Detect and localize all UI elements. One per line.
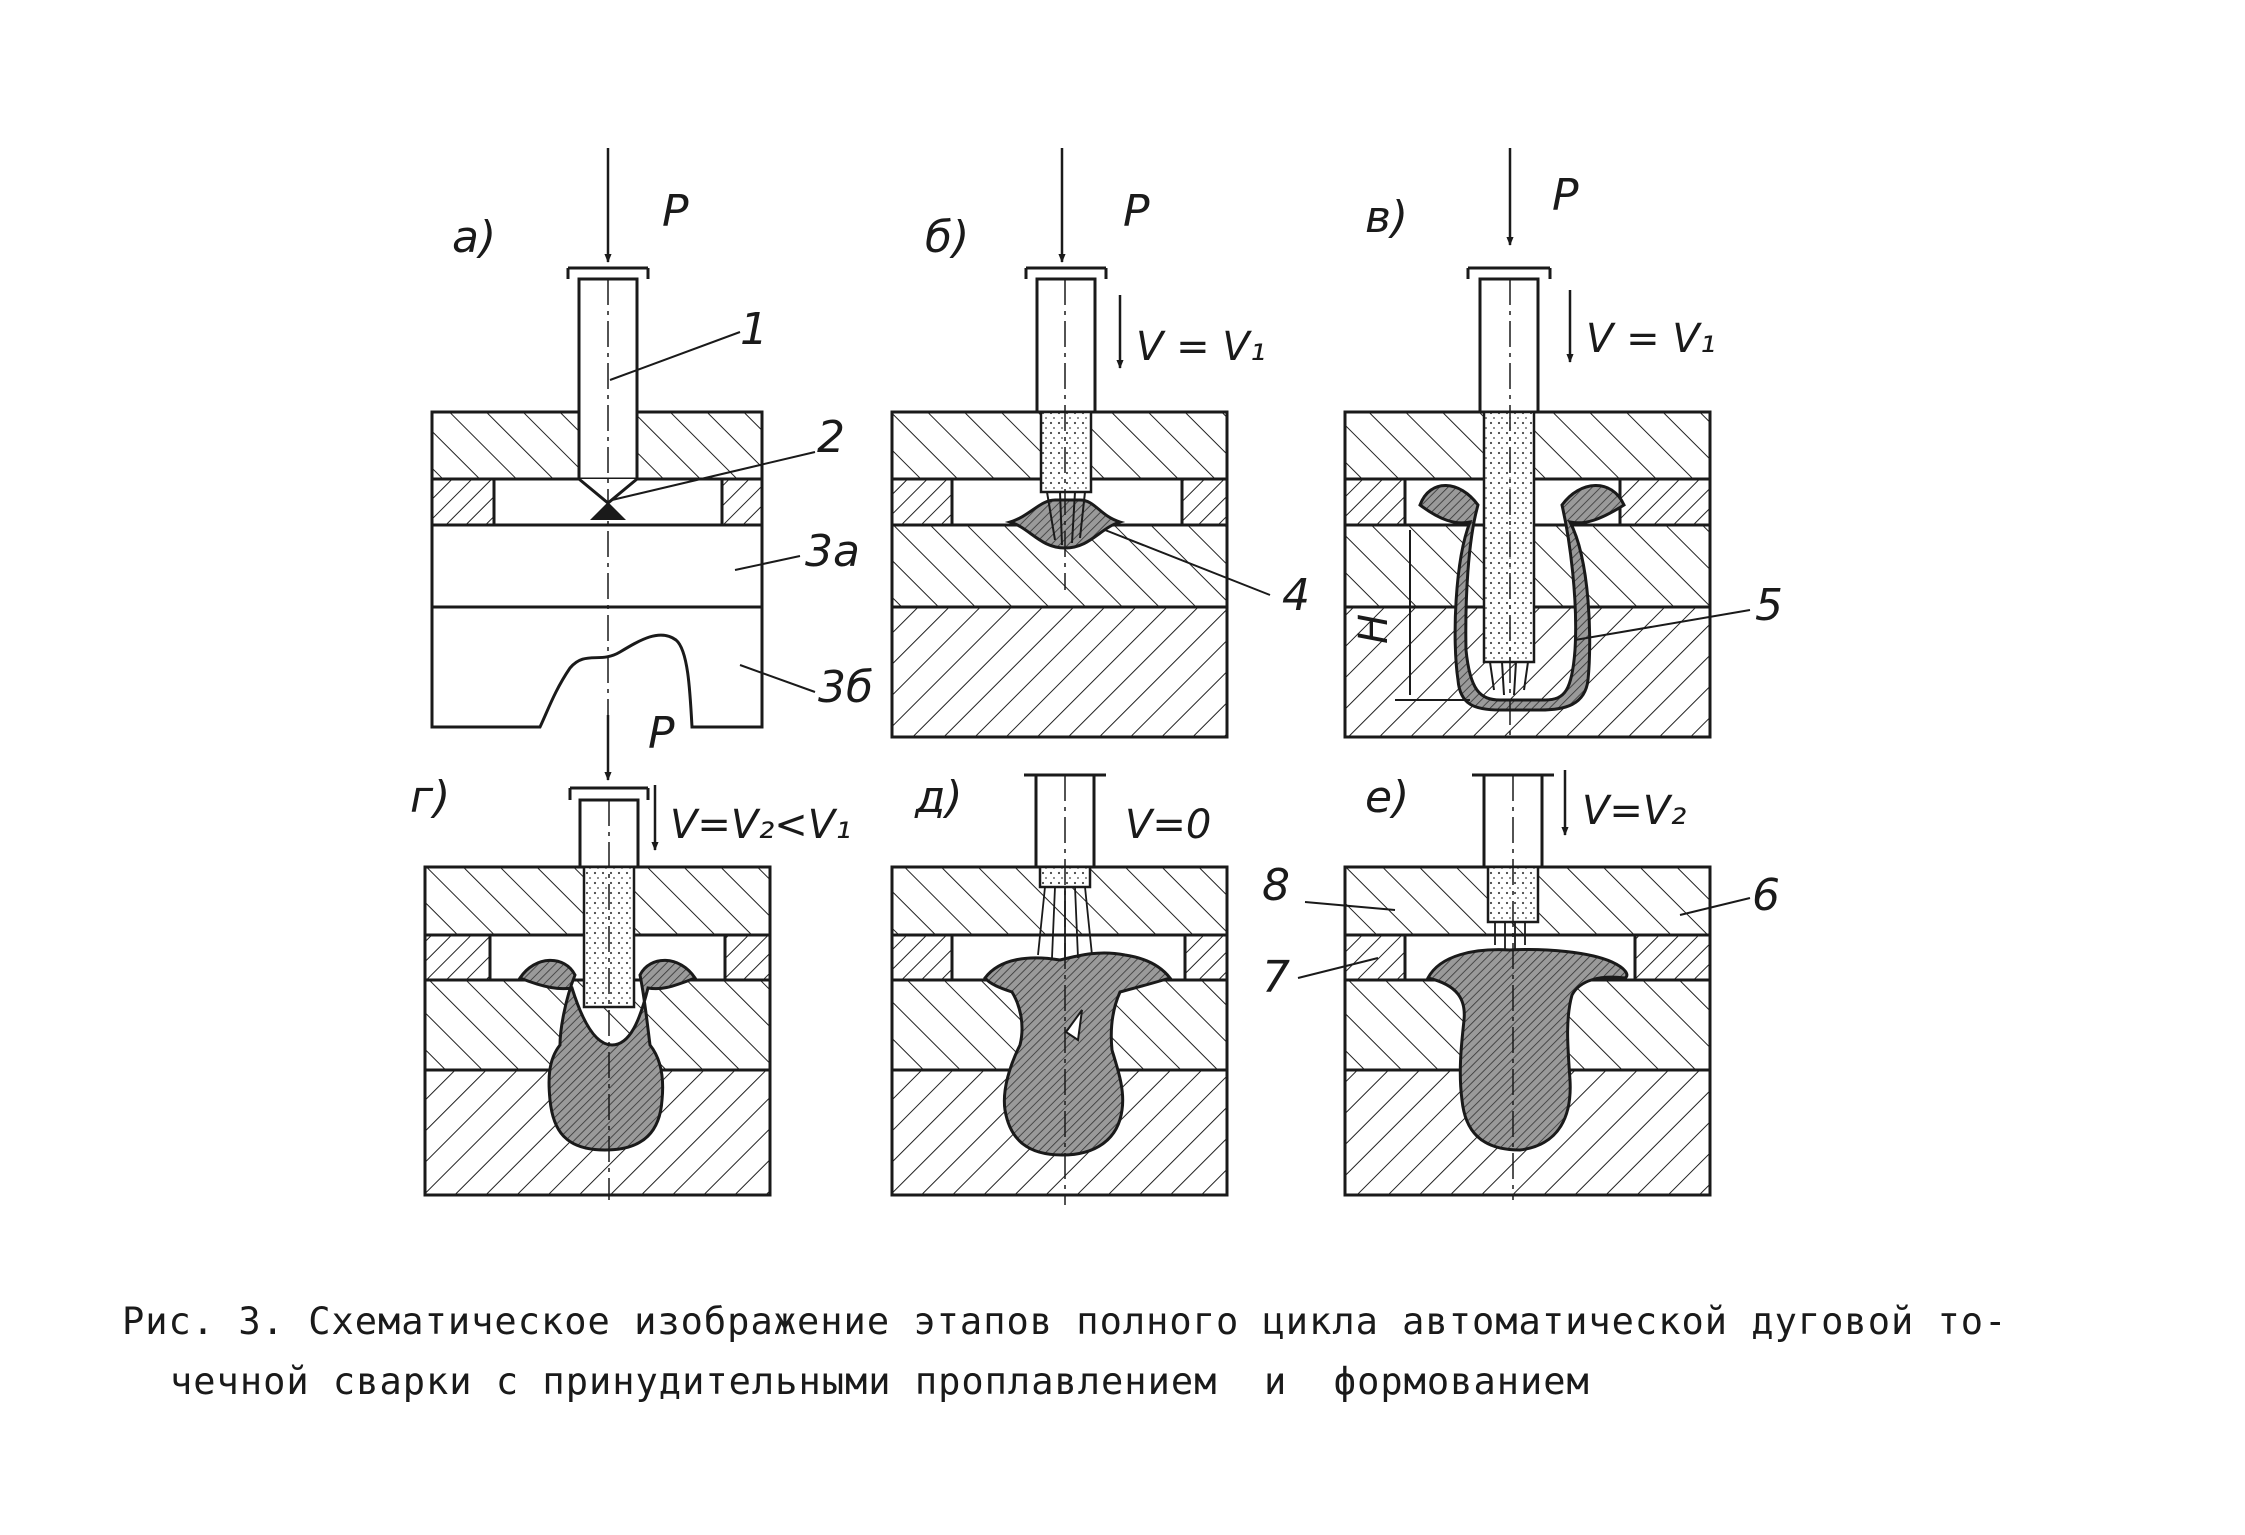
panel-a-force-label: P <box>662 186 689 237</box>
callout-3a: 3а <box>805 526 860 577</box>
panel-d-weld-pool <box>517 958 698 1152</box>
dimension-h: H <box>1351 614 1397 644</box>
callout-6: 6 <box>1752 870 1780 921</box>
panel-f-spacer-6 <box>1633 933 1712 982</box>
panel-e-weld-pool <box>983 951 1173 1157</box>
callout-7: 7 <box>1262 952 1290 1003</box>
panel-f: е) V=V₂ 8 7 6 <box>1262 770 1780 1200</box>
panel-d-speed-label: V=V₂<V₁ <box>670 802 851 848</box>
panel-d-force-label: P <box>648 708 675 759</box>
callout-1: 1 <box>740 304 768 355</box>
panel-a-spacer-right <box>720 477 764 527</box>
panel-f-speed-label: V=V₂ <box>1582 788 1686 834</box>
figure-caption: Рис. 3. Схематическое изображение этапов… <box>122 1292 2142 1412</box>
panel-a-workpiece-3a <box>430 523 764 609</box>
callout-5: 5 <box>1755 580 1783 631</box>
panel-a-workpiece-3b <box>430 605 764 729</box>
panel-b-spacer-right <box>1180 477 1229 527</box>
callout-4: 4 <box>1282 570 1310 621</box>
caption-line-1: Рис. 3. Схематическое изображение этапов… <box>122 1300 2008 1343</box>
callout-2: 2 <box>817 412 845 463</box>
panel-f-spacer-7 <box>1343 933 1407 982</box>
panel-c: в) P V = V₁ H 5 <box>1343 148 1783 740</box>
panel-f-weld-nugget <box>1425 948 1629 1152</box>
panel-b-spacer-left <box>890 477 954 527</box>
panel-a-spacer-left <box>430 477 496 527</box>
panel-a: а) P 1 2 3а 3б <box>430 148 873 740</box>
panel-d-label: г) <box>410 772 450 823</box>
caption-line-2: чечной сварки с принудительными проплавл… <box>170 1360 1590 1403</box>
panel-c-label: в) <box>1365 192 1408 243</box>
callout-3b: 3б <box>818 662 873 713</box>
panel-c-electrode <box>1478 277 1540 414</box>
panel-b-arc <box>1046 491 1086 546</box>
panel-e-label: д) <box>914 772 963 823</box>
panel-c-force-label: P <box>1552 170 1579 221</box>
panel-c-speed-label: V = V₁ <box>1586 316 1716 362</box>
panel-b-speed-label: V = V₁ <box>1136 324 1266 370</box>
panel-b-force-label: P <box>1123 186 1150 237</box>
panel-b-workpiece-lower <box>890 605 1229 739</box>
panel-b-label: б) <box>925 212 969 263</box>
callout-8: 8 <box>1262 860 1290 911</box>
panel-c-weld-cavity <box>1418 484 1626 712</box>
panel-b: б) P V = V₁ 4 <box>890 148 1310 739</box>
panel-b-electrode <box>1035 277 1097 414</box>
panel-e-speed-label: V=0 <box>1125 802 1211 848</box>
panel-f-label: е) <box>1365 772 1409 823</box>
panel-d: г) P V=V₂<V₁ <box>410 708 851 1200</box>
panel-a-label: а) <box>452 212 496 263</box>
panel-e: д) V=0 <box>890 772 1229 1205</box>
